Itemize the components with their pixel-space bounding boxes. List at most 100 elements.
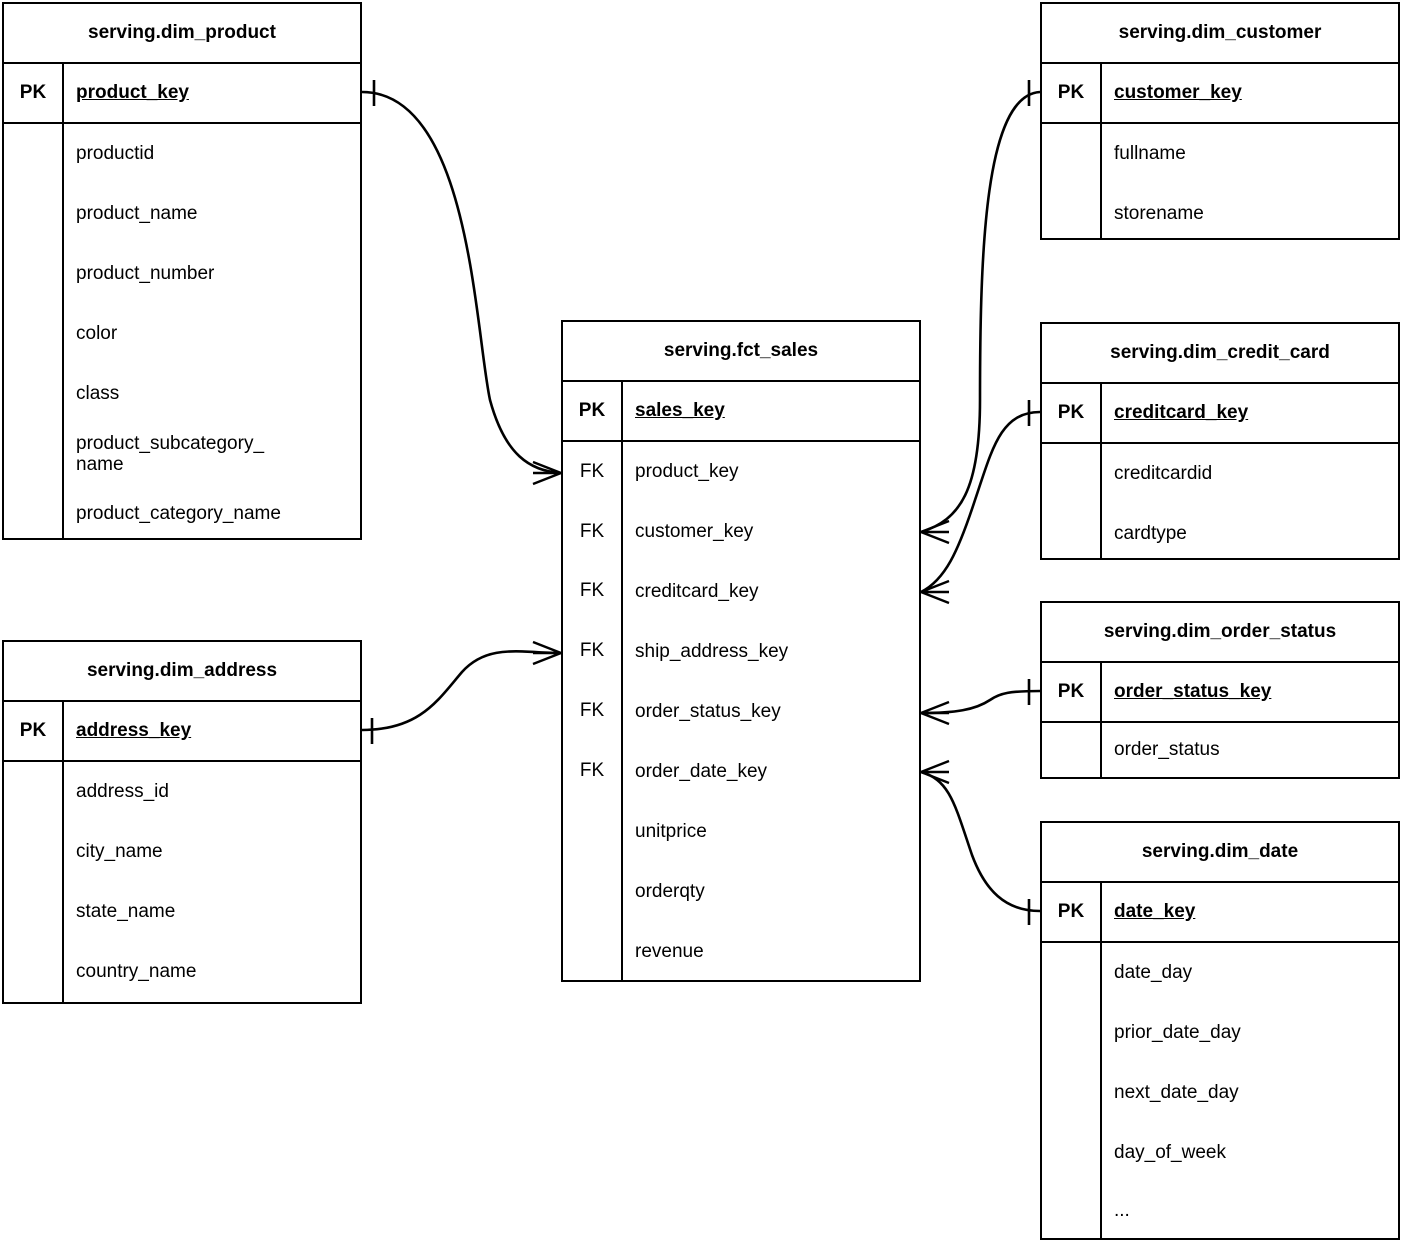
- attributes-dim-order-status: order_status: [1042, 723, 1398, 777]
- entity-dim-product[interactable]: serving.dim_product PK product_key produ…: [2, 2, 362, 540]
- column-item: order_status_key: [635, 701, 781, 722]
- entity-dim-order-status[interactable]: serving.dim_order_status PK order_status…: [1040, 601, 1400, 779]
- entity-dim-address[interactable]: serving.dim_address PK address_key addre…: [2, 640, 362, 1004]
- key-strip: FK FK FK FK FK FK: [563, 442, 623, 980]
- entity-title-dim-address: serving.dim_address: [4, 642, 360, 702]
- entity-title-dim-product: serving.dim_product: [4, 4, 360, 64]
- pk-name: sales_key: [635, 399, 725, 421]
- pk-row-dim-address[interactable]: PK address_key: [4, 702, 360, 762]
- pk-badge: PK: [1042, 384, 1102, 442]
- pk-name: creditcard_key: [1114, 401, 1249, 423]
- column-item: orderqty: [635, 881, 705, 902]
- attribute-item: country_name: [76, 961, 197, 982]
- relationship-date-sales: [920, 759, 1041, 925]
- pk-badge: PK: [1042, 883, 1102, 941]
- key-strip: [1042, 124, 1102, 238]
- fk-badge: FK: [579, 520, 605, 542]
- entity-dim-customer[interactable]: serving.dim_customer PK customer_key ful…: [1040, 2, 1400, 240]
- pk-badge: PK: [1042, 64, 1102, 122]
- key-strip: [4, 762, 64, 1002]
- pk-row-dim-customer[interactable]: PK customer_key: [1042, 64, 1398, 124]
- column-item: product_key: [635, 461, 739, 482]
- entity-dim-credit-card[interactable]: serving.dim_credit_card PK creditcard_ke…: [1040, 322, 1400, 560]
- fk-badge: FK: [579, 580, 605, 602]
- fk-badge: FK: [579, 460, 605, 482]
- pk-badge: PK: [4, 64, 64, 122]
- columns-fct-sales: FK FK FK FK FK FK product_key customer_k…: [563, 442, 919, 980]
- column-list: product_key customer_key creditcard_key …: [623, 442, 919, 980]
- key-strip: [1042, 444, 1102, 558]
- attribute-item: storename: [1114, 203, 1204, 224]
- attribute-item: prior_date_day: [1114, 1022, 1241, 1043]
- attribute-item: product_category_name: [76, 503, 281, 524]
- attribute-item: product_number: [76, 263, 215, 284]
- attribute-item: ...: [1114, 1199, 1130, 1221]
- fk-badge: FK: [579, 640, 605, 662]
- attribute-item: product_subcategory_ name: [76, 432, 265, 475]
- attribute-item: day_of_week: [1114, 1142, 1226, 1163]
- column-item: unitprice: [635, 821, 707, 842]
- attribute-item: product_name: [76, 203, 198, 224]
- key-strip: [4, 124, 64, 538]
- attribute-item: next_date_day: [1114, 1082, 1239, 1103]
- fk-badge: [563, 860, 621, 920]
- column-item: customer_key: [635, 521, 754, 542]
- attribute-list: creditcardid cardtype: [1102, 444, 1398, 558]
- entity-fct-sales[interactable]: serving.fct_sales PK sales_key FK FK FK …: [561, 320, 921, 982]
- relationship-creditcard-sales: [920, 400, 1041, 605]
- pk-name: date_key: [1114, 900, 1196, 922]
- attribute-item: date_day: [1114, 962, 1193, 983]
- attribute-list: order_status: [1102, 723, 1398, 777]
- fk-badge: FK: [579, 700, 605, 722]
- pk-badge: PK: [1042, 663, 1102, 721]
- entity-title-dim-customer: serving.dim_customer: [1042, 4, 1398, 64]
- fk-badge: FK: [579, 759, 605, 781]
- key-strip: [1042, 723, 1102, 777]
- attributes-dim-address: address_id city_name state_name country_…: [4, 762, 360, 1002]
- relationship-orderstatus-sales: [920, 679, 1041, 726]
- attribute-item: productid: [76, 143, 155, 164]
- fk-badge: [563, 801, 621, 861]
- pk-row-dim-date[interactable]: PK date_key: [1042, 883, 1398, 943]
- pk-badge: PK: [4, 702, 64, 760]
- pk-name: product_key: [76, 81, 189, 103]
- attribute-item: order_status: [1114, 739, 1220, 760]
- attribute-list: fullname storename: [1102, 124, 1398, 238]
- column-item: revenue: [635, 941, 704, 962]
- attribute-item: class: [76, 383, 120, 404]
- entity-title-fct-sales: serving.fct_sales: [563, 322, 919, 382]
- attribute-item: state_name: [76, 901, 176, 922]
- column-item: creditcard_key: [635, 581, 759, 602]
- pk-row-fct-sales[interactable]: PK sales_key: [563, 382, 919, 442]
- pk-name: address_key: [76, 719, 192, 741]
- attribute-list: date_day prior_date_day next_date_day da…: [1102, 943, 1398, 1238]
- column-item: order_date_key: [635, 761, 768, 782]
- entity-title-dim-order-status: serving.dim_order_status: [1042, 603, 1398, 663]
- attribute-list: address_id city_name state_name country_…: [64, 762, 360, 1002]
- attributes-dim-customer: fullname storename: [1042, 124, 1398, 238]
- pk-row-dim-order-status[interactable]: PK order_status_key: [1042, 663, 1398, 723]
- pk-name: order_status_key: [1114, 680, 1272, 702]
- pk-name: customer_key: [1114, 81, 1242, 103]
- entity-title-dim-date: serving.dim_date: [1042, 823, 1398, 883]
- entity-dim-date[interactable]: serving.dim_date PK date_key date_day pr…: [1040, 821, 1400, 1240]
- column-item: ship_address_key: [635, 641, 789, 662]
- key-strip: [1042, 943, 1102, 1238]
- relationship-customer-sales: [920, 80, 1041, 545]
- attributes-dim-date: date_day prior_date_day next_date_day da…: [1042, 943, 1398, 1238]
- attribute-item: creditcardid: [1114, 463, 1213, 484]
- relationship-product-sales: [361, 80, 562, 486]
- pk-badge: PK: [563, 382, 623, 440]
- entity-title-dim-credit-card: serving.dim_credit_card: [1042, 324, 1398, 384]
- pk-row-dim-product[interactable]: PK product_key: [4, 64, 360, 124]
- relationship-address-sales: [361, 640, 562, 744]
- attribute-list: productid product_name product_number co…: [64, 124, 360, 538]
- attribute-item: address_id: [76, 781, 169, 802]
- attribute-item: cardtype: [1114, 523, 1187, 544]
- pk-row-dim-credit-card[interactable]: PK creditcard_key: [1042, 384, 1398, 444]
- attributes-dim-product: productid product_name product_number co…: [4, 124, 360, 538]
- attributes-dim-credit-card: creditcardid cardtype: [1042, 444, 1398, 558]
- attribute-item: color: [76, 323, 118, 344]
- attribute-item: city_name: [76, 841, 163, 862]
